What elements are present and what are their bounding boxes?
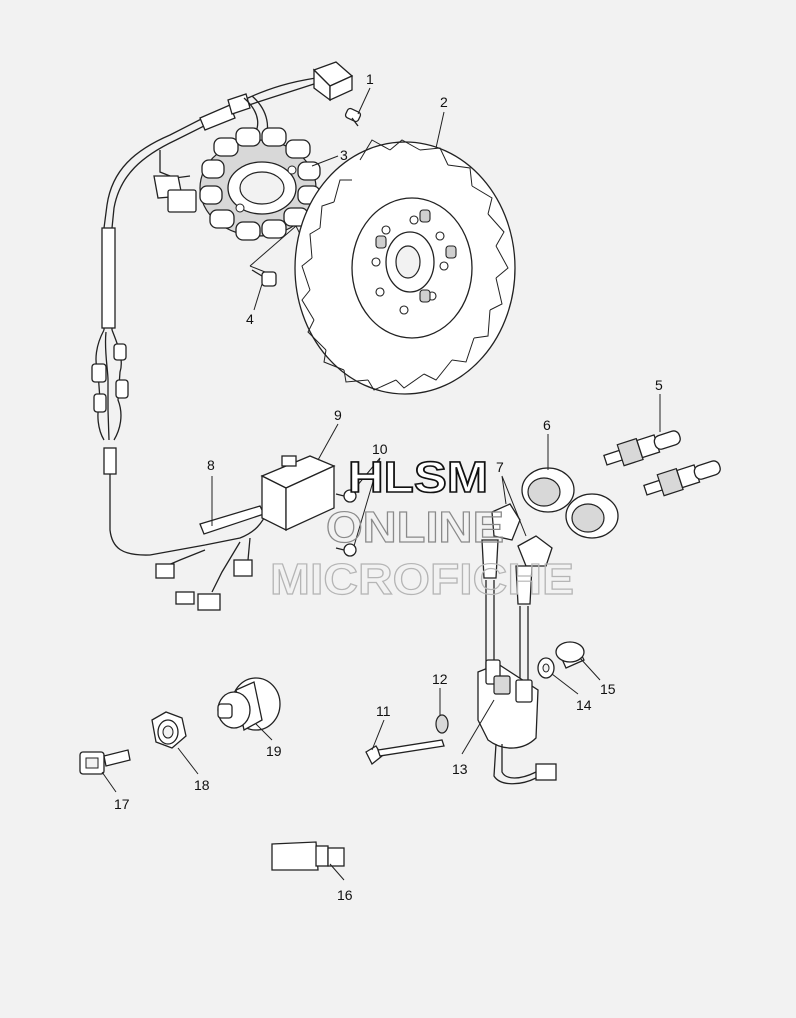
boots-part-6 xyxy=(521,467,619,539)
callout-13: 13 xyxy=(452,761,468,777)
washer-part-14 xyxy=(537,657,555,679)
callout-4: 4 xyxy=(246,311,254,327)
switch-part-19 xyxy=(217,677,281,732)
callout-11: 11 xyxy=(376,703,391,719)
ignition-coil-part-13 xyxy=(477,659,557,785)
callout-3: 3 xyxy=(340,147,348,163)
washer-part-12 xyxy=(435,714,449,734)
callout-18: 18 xyxy=(194,777,210,793)
watermark-line-2: ONLINE xyxy=(326,503,504,552)
nut-part-18 xyxy=(151,711,187,749)
callout-labels: 1 2 3 4 5 6 7 8 9 10 11 12 13 14 15 16 1… xyxy=(114,71,663,903)
callout-15: 15 xyxy=(600,681,616,697)
callout-6: 6 xyxy=(543,417,551,433)
screw-part-1 xyxy=(344,107,362,127)
leader-lines xyxy=(101,87,661,881)
harness-wires xyxy=(91,61,354,556)
callout-1: 1 xyxy=(366,71,374,87)
control-unit-part-9 xyxy=(260,455,336,532)
stator-part-3 xyxy=(199,127,321,241)
callout-2: 2 xyxy=(440,94,448,110)
key-part-17 xyxy=(79,749,131,775)
callout-12: 12 xyxy=(432,671,448,687)
callout-17: 17 xyxy=(114,796,130,812)
flywheel-part-2 xyxy=(294,139,516,395)
connector-part-16 xyxy=(271,841,345,871)
bolts-part-10 xyxy=(335,489,357,557)
callout-19: 19 xyxy=(266,743,282,759)
callout-10: 10 xyxy=(372,441,388,457)
callout-16: 16 xyxy=(337,887,353,903)
callout-5: 5 xyxy=(655,377,663,393)
watermark-line-3: MICROFICHE xyxy=(270,555,574,604)
callout-8: 8 xyxy=(207,457,215,473)
collar-part-15 xyxy=(555,641,585,669)
bolt-part-4 xyxy=(251,269,277,287)
spark-plugs-part-5 xyxy=(603,430,721,497)
plug-caps-part-7 xyxy=(481,503,553,680)
callout-7: 7 xyxy=(496,459,504,475)
callout-14: 14 xyxy=(576,697,592,713)
watermark-line-1: HLSM xyxy=(348,453,488,502)
lead-harness-part-8 xyxy=(155,505,269,611)
watermark: HLSM ONLINE MICROFICHE xyxy=(269,452,574,604)
callout-9: 9 xyxy=(334,407,342,423)
bolt-part-11 xyxy=(365,739,445,766)
